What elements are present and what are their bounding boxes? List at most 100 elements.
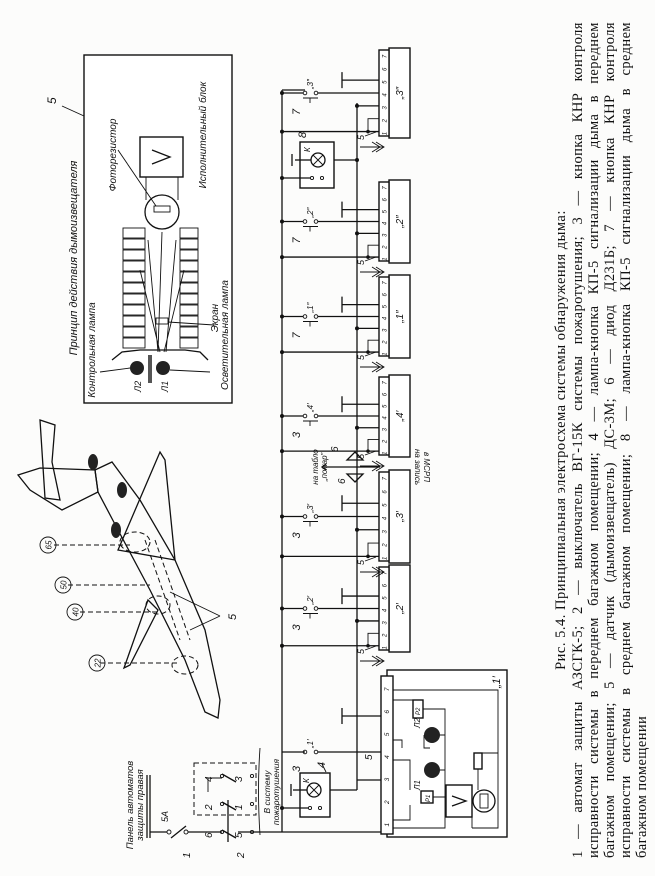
lamp-button-4[interactable]: К 4 <box>280 762 357 818</box>
switch-contact-label: 3 <box>234 776 245 782</box>
lamp-l1-label: Л1 <box>413 780 422 791</box>
test-button[interactable]: 7„3″ <box>291 78 319 115</box>
connector-icon <box>360 460 385 472</box>
terminal-number: 4 <box>384 755 391 759</box>
caption-title: Рис. 5.4. Принципиальная электросхема си… <box>553 210 569 670</box>
relay-p2-label: Р2 <box>416 707 422 715</box>
test-button[interactable]: 7„2″ <box>291 206 319 244</box>
test-button[interactable]: 7„1″ <box>291 301 319 339</box>
labyrinth-cell <box>179 293 199 305</box>
terminal-number: 2 <box>383 340 389 345</box>
labyrinth-cell <box>179 304 199 316</box>
callout-label: 22 <box>94 658 103 668</box>
horizontal-stabilizer <box>39 419 61 501</box>
button-number: 3 <box>291 624 303 631</box>
sensor-label: „1′ <box>491 675 503 689</box>
labyrinth-cell <box>179 249 199 261</box>
terminal-number: 1 <box>383 557 389 560</box>
schematic: 1234567„2′3„2′51234567„3′3„3′51234567„4′… <box>125 47 508 859</box>
switch-contact-label: 1 <box>234 804 245 810</box>
actuator-block <box>139 136 184 178</box>
lamp-8-label: 8 <box>297 131 309 138</box>
terminal-number: 1 <box>383 352 389 355</box>
lamp-l2-label: Л2 <box>413 718 422 729</box>
terminal-number: 1 <box>383 451 389 454</box>
left-wing <box>122 598 159 670</box>
control-lamp-label: Контрольная лампа <box>87 302 98 398</box>
lamp-l1-icon <box>424 762 440 778</box>
terminal-number: 6 <box>383 67 389 71</box>
terminal-number: 3 <box>383 529 389 533</box>
diode-label: 6 <box>330 446 341 452</box>
panel-label: Панель автоматов <box>125 761 136 849</box>
lamp-l2-icon <box>424 727 440 743</box>
amplifier-block <box>445 784 473 818</box>
lamp-l2-label: Л2 <box>133 381 143 393</box>
switch-contact-label: 6 <box>204 832 215 838</box>
screen-label: Экран <box>210 303 221 332</box>
sensor-number-label: 5 <box>356 648 366 654</box>
callout-label: 50 <box>60 580 69 589</box>
light-lamp-icon <box>156 361 170 375</box>
button-number: 7 <box>291 108 303 115</box>
terminal-number: 7 <box>383 186 389 190</box>
aircraft-sensor-label: 5 <box>227 613 239 620</box>
detector-number: 5 <box>45 97 59 104</box>
test-button[interactable]: 3„3′ <box>291 503 319 539</box>
labyrinth-cell <box>179 227 199 239</box>
terminal-number: 7 <box>384 687 391 691</box>
test-button[interactable]: 3 „2′ <box>291 595 319 631</box>
detector-principle-inset: Принцип действия дымоизвещателя 5 Контро… <box>45 54 233 404</box>
terminal-number: 5 <box>383 304 389 308</box>
control-lamp-icon <box>130 361 144 375</box>
terminal-number: 6 <box>383 197 389 201</box>
labyrinth-cell <box>179 271 199 283</box>
lamp-letter: К <box>302 777 311 783</box>
diode-label: 6 <box>337 478 348 484</box>
diode-group: 6 6 на табло „пожар” на запись в МСРП <box>311 446 431 485</box>
sensor-label: „4′ <box>395 409 406 422</box>
terminal-number: 4 <box>383 516 389 520</box>
to-recorder-label-2: в МСРП <box>422 452 431 482</box>
terminal-number: 7 <box>383 54 389 58</box>
sensor-number-label: 5 <box>356 559 366 565</box>
photoresistor-icon <box>144 194 180 230</box>
terminal-number: 7 <box>383 281 389 285</box>
terminal-number: 6 <box>384 710 391 714</box>
relay-p1-label: Р1 <box>426 795 432 802</box>
terminal-number: 4 <box>383 93 389 97</box>
terminal-number: 5 <box>383 404 389 408</box>
screen-icon <box>155 317 169 325</box>
terminal-number: 1 <box>384 823 391 827</box>
test-button[interactable]: 3„4′ <box>291 403 319 438</box>
lamp-button-8[interactable]: К 8 <box>280 131 359 189</box>
protection-panel: Панель автоматов защиты правая <box>125 761 167 849</box>
terminal-number: 3 <box>383 621 389 625</box>
panel-label-2: защиты правая <box>135 769 146 841</box>
to-fire-system-label: В систему <box>262 770 272 814</box>
terminal-number: 4 <box>383 416 389 420</box>
tail-fin <box>16 467 99 511</box>
to-fire-system-label-2: пожаротушения <box>271 758 281 825</box>
switch-contact-label: 4 <box>204 776 215 782</box>
callout-leaders <box>54 544 178 664</box>
button-label: „2′ <box>306 595 315 605</box>
labyrinth-cell <box>179 326 199 338</box>
sensor-label: „2″ <box>395 215 406 229</box>
diode-icon <box>345 451 365 461</box>
terminal-number: 5 <box>383 596 389 600</box>
circuit-breaker-1[interactable]: 5А 1 <box>160 811 222 858</box>
sensor-label: „3′ <box>395 510 406 523</box>
labyrinth-cell <box>179 260 199 272</box>
labyrinth-cell <box>122 326 146 338</box>
labyrinth-cell <box>122 249 146 261</box>
